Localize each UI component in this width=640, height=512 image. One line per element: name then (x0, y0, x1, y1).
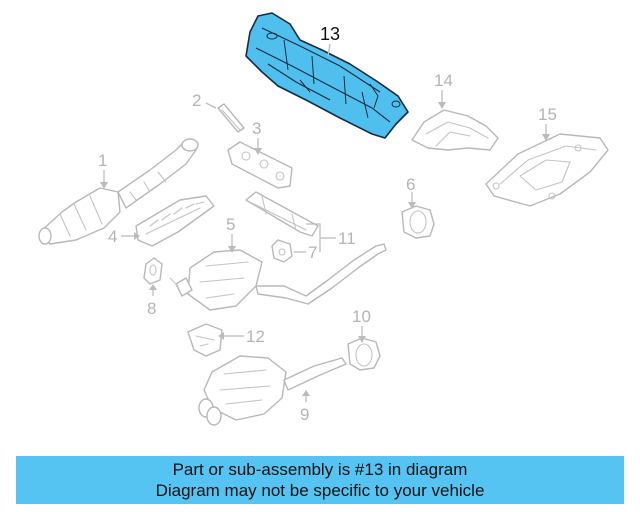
part-15-underbody-shield[interactable] (485, 133, 609, 207)
part-8-hanger[interactable] (143, 257, 163, 285)
callout-3: 3 (252, 119, 261, 138)
part-14-heat-shield[interactable] (411, 109, 499, 151)
part-2-stud[interactable] (217, 103, 245, 133)
leader-lines (100, 43, 550, 402)
part-11-bracket[interactable] (245, 191, 319, 237)
part-13-heat-shield[interactable] (245, 12, 409, 139)
callout-15: 15 (538, 105, 557, 124)
part-5-center-muffler[interactable] (169, 243, 387, 311)
callout-5: 5 (226, 215, 235, 234)
callout-2: 2 (192, 91, 201, 110)
callout-14: 14 (434, 71, 453, 90)
callout-4: 4 (108, 227, 117, 246)
callout-10: 10 (352, 307, 371, 326)
part-1-catalytic-converter[interactable] (38, 138, 199, 245)
callout-8: 8 (147, 299, 156, 318)
part-3-gasket[interactable] (227, 141, 293, 189)
callout-13: 13 (320, 24, 340, 44)
part-12-bracket[interactable] (187, 323, 223, 357)
banner-line-2: Diagram may not be specific to your vehi… (155, 481, 485, 500)
callout-9: 9 (300, 405, 309, 424)
part-9-rear-muffler[interactable] (198, 355, 347, 426)
part-6-clamp[interactable] (401, 205, 435, 239)
part-7-hanger[interactable] (271, 239, 293, 263)
info-banner: Part or sub-assembly is #13 in diagram D… (16, 456, 624, 504)
callout-7: 7 (308, 243, 317, 262)
parts-diagram: 13 1 2 3 4 5 6 7 8 9 10 11 12 14 15 (38, 12, 609, 426)
callout-labels: 13 1 2 3 4 5 6 7 8 9 10 11 12 14 15 (98, 24, 557, 424)
part-10-clamp[interactable] (347, 337, 381, 371)
callout-11: 11 (338, 229, 356, 248)
callout-6: 6 (406, 175, 415, 194)
part-4-heat-shield[interactable] (135, 195, 215, 247)
callout-1: 1 (98, 151, 107, 170)
callout-12: 12 (246, 327, 265, 346)
banner-line-1: Part or sub-assembly is #13 in diagram (172, 460, 468, 479)
